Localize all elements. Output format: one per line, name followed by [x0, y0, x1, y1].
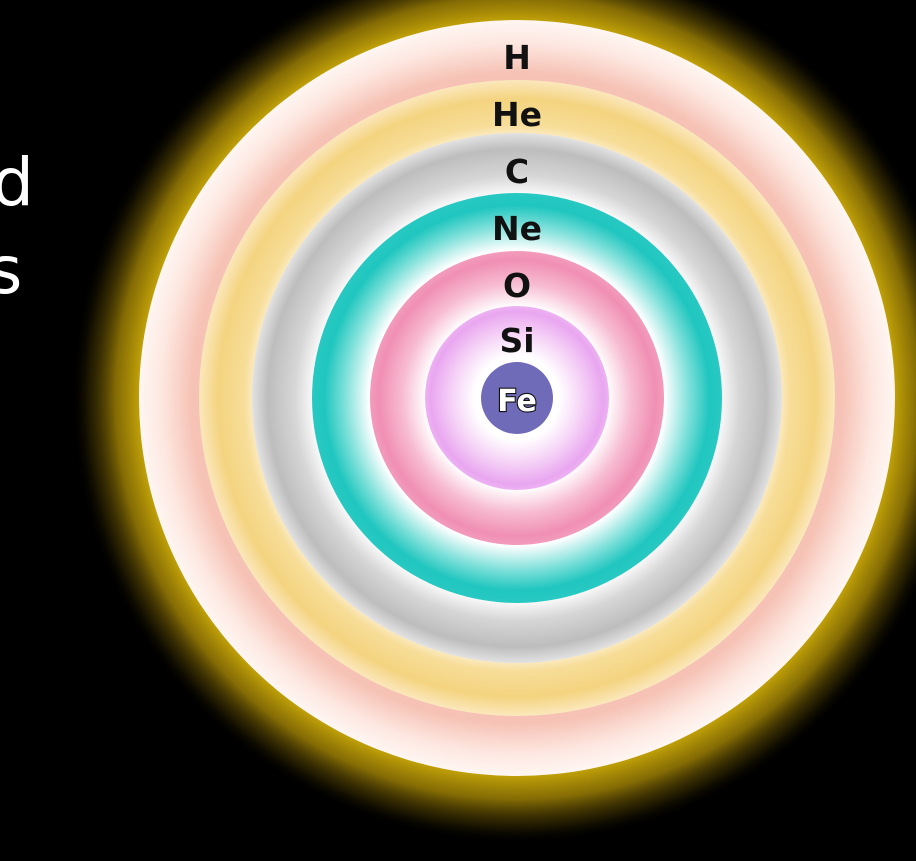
shell-label-fe: Fe	[497, 384, 537, 419]
shell-label-o: O	[503, 266, 531, 305]
cropped-text-line-2: s	[0, 232, 24, 309]
shell-fe	[481, 362, 553, 434]
shell-label-si: Si	[499, 321, 534, 360]
shell-label-c: C	[505, 152, 529, 191]
shell-label-he: He	[492, 95, 542, 134]
cropped-text-line-1: d	[0, 144, 35, 221]
shell-label-h: H	[503, 38, 531, 77]
shell-label-ne: Ne	[492, 209, 542, 248]
